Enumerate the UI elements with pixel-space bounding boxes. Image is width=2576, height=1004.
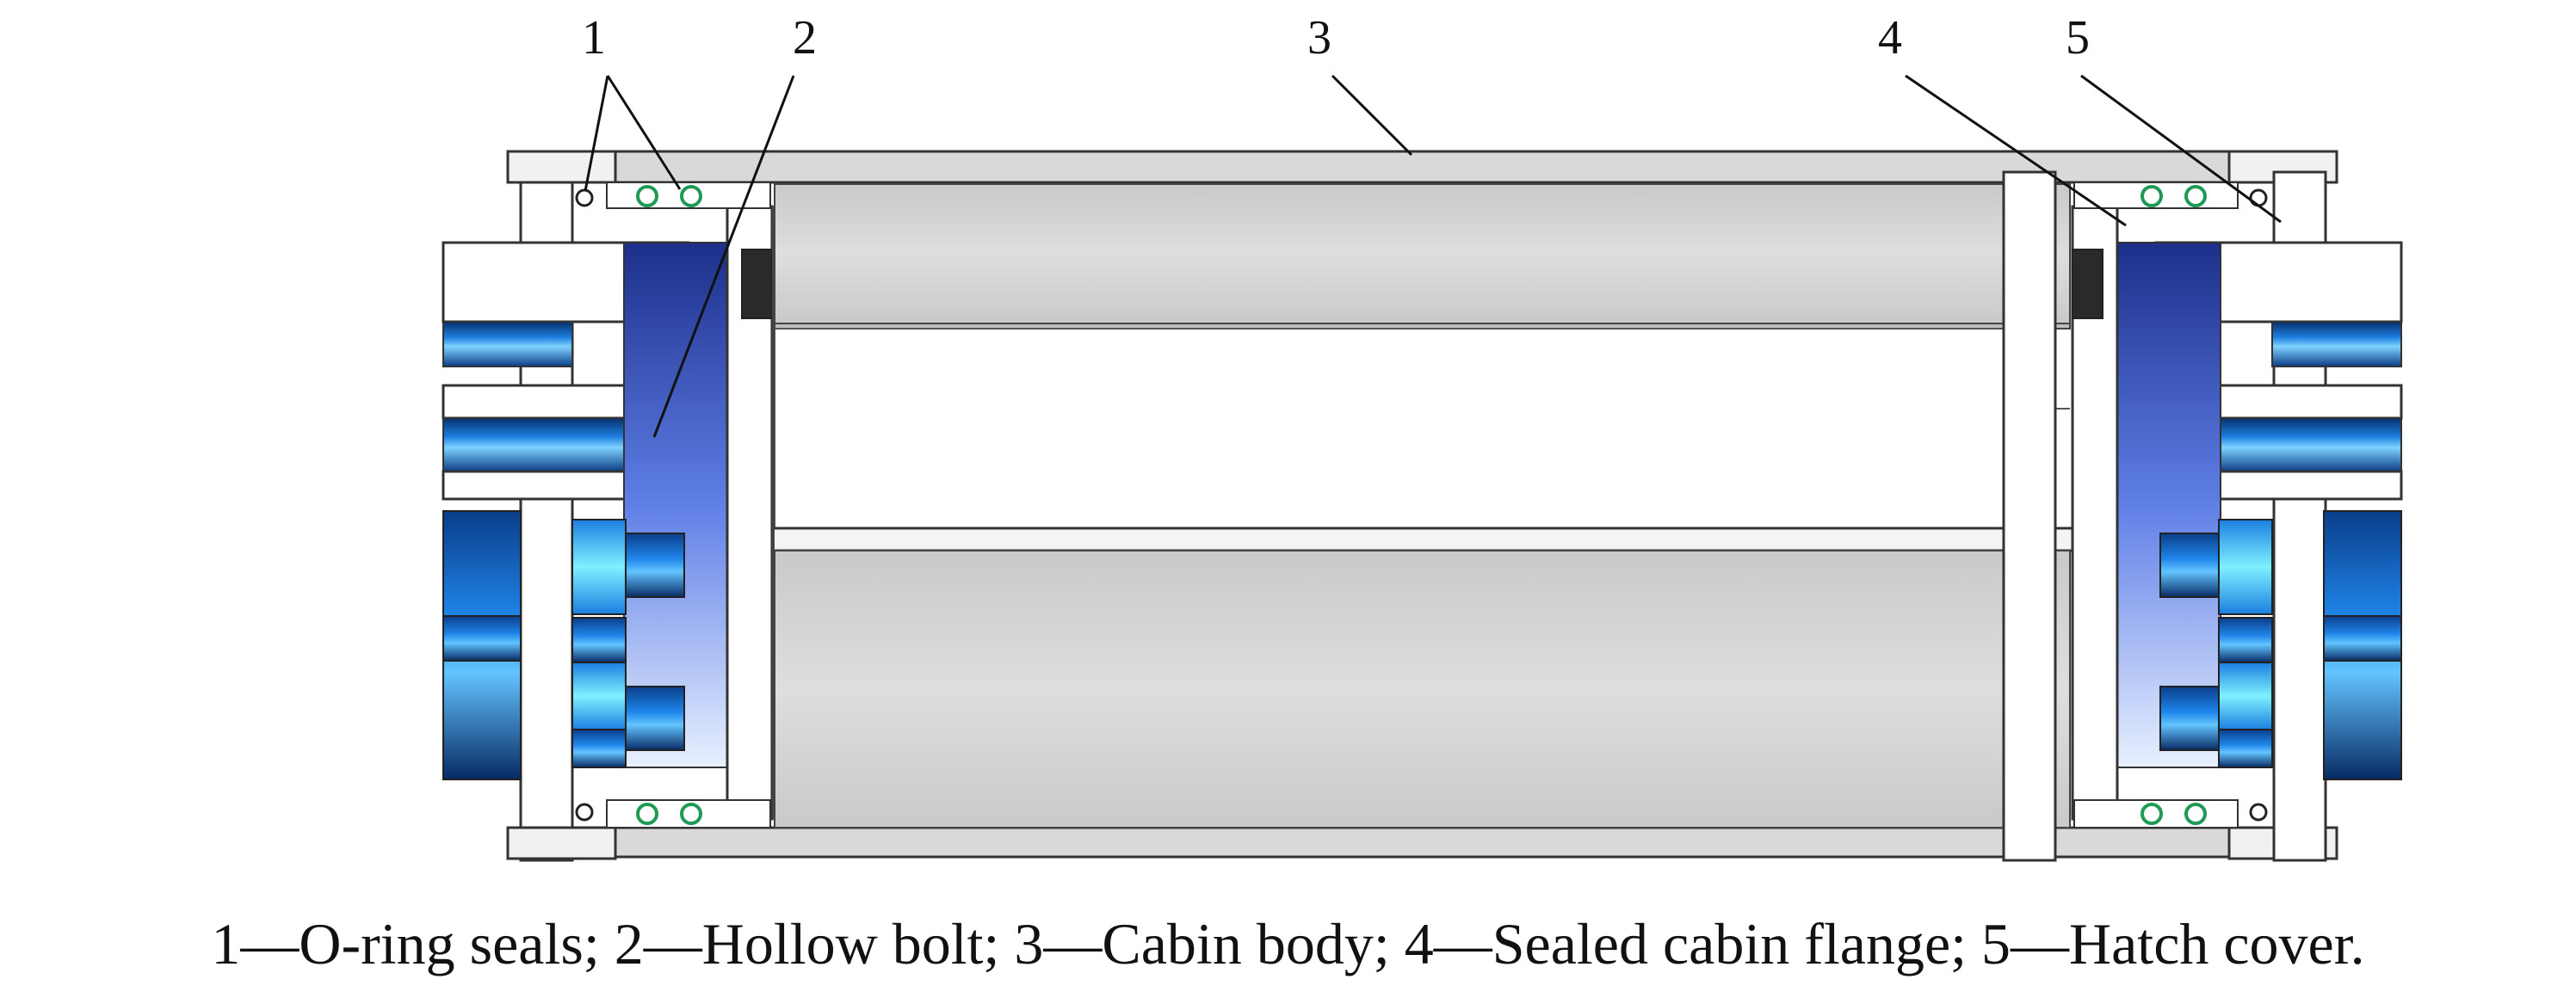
callout-numbers: 1 2 3 4 5 (582, 11, 2090, 65)
cabin-body (611, 150, 2233, 859)
o-ring-seals-left (575, 185, 702, 825)
figure-caption: 1—O-ring seals; 2—Hollow bolt; 3—Cabin b… (211, 911, 2365, 976)
left-flange-assembly (442, 150, 775, 862)
leader-lines (584, 74, 2282, 438)
callout-4: 4 (1878, 11, 1902, 65)
right-flange-assembly (2002, 150, 2403, 862)
o-ring-seals-right (2140, 185, 2268, 825)
callout-3: 3 (1307, 11, 1331, 65)
callout-1: 1 (582, 11, 606, 65)
callout-5: 5 (2066, 11, 2090, 65)
callout-2: 2 (793, 11, 817, 65)
